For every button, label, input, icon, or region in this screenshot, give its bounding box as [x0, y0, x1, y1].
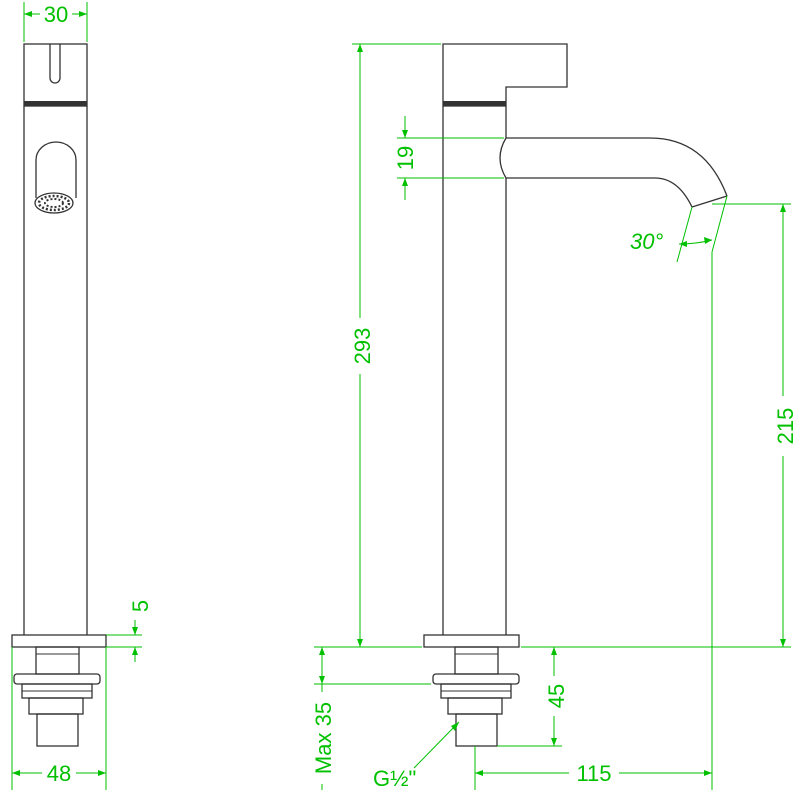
- front-handle-ring: [24, 101, 87, 106]
- side-dim-max35: Max 35: [311, 646, 431, 790]
- front-dim-30: 30: [23, 2, 88, 42]
- dim-thread-length: 45: [544, 684, 569, 708]
- dim-thread: G½": [373, 766, 416, 791]
- dim-front-base-thickness: 5: [128, 600, 153, 612]
- side-view: [423, 43, 728, 747]
- side-nut: [432, 673, 520, 685]
- dim-front-width-top: 30: [44, 2, 68, 27]
- side-dim-293: 293: [349, 43, 441, 648]
- dim-outlet-angle: 30°: [630, 229, 663, 254]
- front-aerator-mesh: [37, 194, 71, 212]
- side-thread: [455, 713, 498, 747]
- side-dim-thread: G½": [373, 721, 460, 791]
- front-thread: [36, 713, 79, 747]
- side-base: [423, 634, 520, 648]
- front-dim-48: 48: [11, 647, 107, 790]
- dim-outlet-height: 215: [773, 408, 798, 445]
- front-shank: [35, 646, 80, 675]
- front-handle: [23, 43, 88, 107]
- spout-outlet: [691, 195, 728, 208]
- dim-front-width-bottom: 48: [47, 761, 71, 786]
- side-dim-215: 215: [521, 203, 798, 648]
- front-view: [11, 43, 107, 747]
- front-outlet-hood: [35, 141, 77, 198]
- dim-overall-height: 293: [350, 328, 375, 365]
- side-dim-19: 19: [393, 116, 504, 200]
- side-dim-angle: 30°: [630, 195, 728, 263]
- side-shank: [454, 646, 499, 675]
- side-handle-ring: [443, 101, 506, 106]
- front-base: [11, 634, 107, 648]
- front-handle-slot: [49, 44, 61, 84]
- front-aerator-mesh-inner: [44, 198, 64, 208]
- spout-bottom: [506, 177, 693, 208]
- side-dim-45: 45: [497, 646, 569, 747]
- side-washer-lower: [447, 697, 503, 715]
- front-dim-5: 5: [106, 600, 153, 662]
- spout-joint: [499, 137, 507, 179]
- side-handle: [442, 43, 568, 107]
- dim-spout-reach: 115: [576, 761, 611, 786]
- front-nut: [13, 673, 101, 685]
- front-washer-lower: [28, 697, 84, 715]
- dim-spout-height: 19: [393, 146, 418, 170]
- dim-max-panel: Max 35: [311, 702, 336, 774]
- spout-top: [506, 137, 728, 197]
- side-dim-115: 115: [474, 252, 713, 790]
